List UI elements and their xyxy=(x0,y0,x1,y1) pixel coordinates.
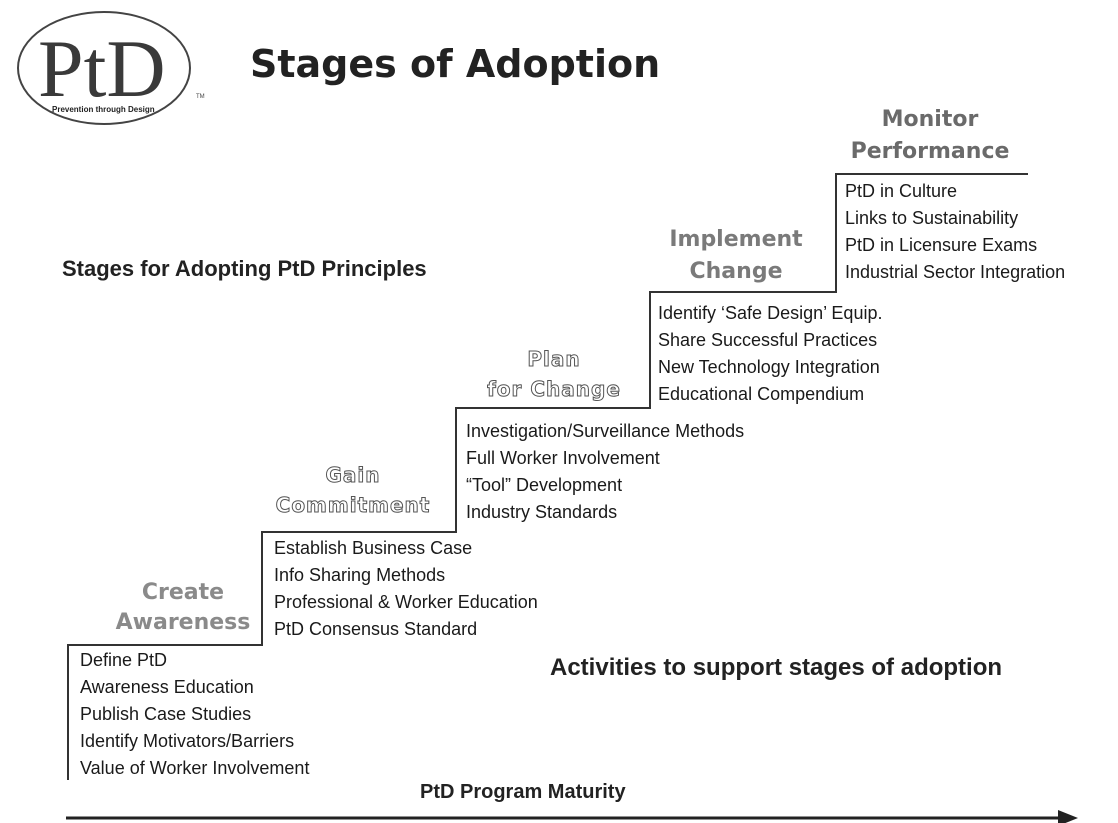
page-title: Stages of Adoption xyxy=(250,42,661,86)
stage-create-awareness-heading: Create Awareness xyxy=(115,580,251,635)
list-item: Share Successful Practices xyxy=(658,330,878,350)
list-item: Value of Worker Involvement xyxy=(80,758,310,778)
logo-trademark: TM xyxy=(196,94,205,100)
staircase-line xyxy=(67,173,1028,780)
list-item: Awareness Education xyxy=(80,677,254,697)
list-item: Links to Sustainability xyxy=(845,208,1019,228)
list-item: PtD in Licensure Exams xyxy=(845,235,1038,255)
activities-caption: Activities to support stages of adoption xyxy=(550,654,1003,681)
maturity-axis-arrowhead xyxy=(1058,810,1078,823)
list-item: Identify ‘Safe Design’ Equip. xyxy=(658,303,883,323)
list-item: Investigation/Surveillance Methods xyxy=(466,421,745,441)
stage-monitor-performance-heading: Monitor Performance xyxy=(850,107,1010,164)
list-item: Professional & Worker Education xyxy=(274,592,538,612)
stage-plan-for-change-heading: Plan for Change xyxy=(487,347,621,402)
diagram-subtitle: Stages for Adopting PtD Principles xyxy=(62,256,427,281)
stage-gain-commitment-heading: Gain Commitment xyxy=(275,463,431,518)
logo-tagline: Prevention through Design xyxy=(52,105,155,114)
stage-monitor-performance-activities: PtD in Culture Links to Sustainability P… xyxy=(845,178,1065,286)
stage-implement-change-heading: Implement Change xyxy=(669,227,803,284)
list-item: Educational Compendium xyxy=(658,384,865,404)
list-item: Identify Motivators/Barriers xyxy=(80,731,295,751)
list-item: Publish Case Studies xyxy=(80,704,252,724)
list-item: “Tool” Development xyxy=(466,475,623,495)
list-item: PtD in Culture xyxy=(845,181,958,201)
list-item: Industrial Sector Integration xyxy=(845,262,1066,282)
list-item: Full Worker Involvement xyxy=(466,448,660,468)
ptd-logo: PtD Prevention through Design TM xyxy=(17,11,205,125)
stage-gain-commitment-activities: Establish Business Case Info Sharing Met… xyxy=(274,535,538,643)
maturity-axis-label: PtD Program Maturity xyxy=(420,781,626,803)
stage-create-awareness-activities: Define PtD Awareness Education Publish C… xyxy=(80,647,309,782)
logo-mark: PtD xyxy=(38,23,166,114)
list-item: New Technology Integration xyxy=(658,357,880,377)
list-item: Industry Standards xyxy=(466,502,618,522)
list-item: Establish Business Case xyxy=(274,538,473,558)
list-item: Info Sharing Methods xyxy=(274,565,446,585)
stage-plan-for-change-activities: Investigation/Surveillance Methods Full … xyxy=(466,418,744,526)
stage-implement-change-activities: Identify ‘Safe Design’ Equip. Share Succ… xyxy=(658,300,882,408)
list-item: Define PtD xyxy=(80,650,168,670)
list-item: PtD Consensus Standard xyxy=(274,619,478,639)
